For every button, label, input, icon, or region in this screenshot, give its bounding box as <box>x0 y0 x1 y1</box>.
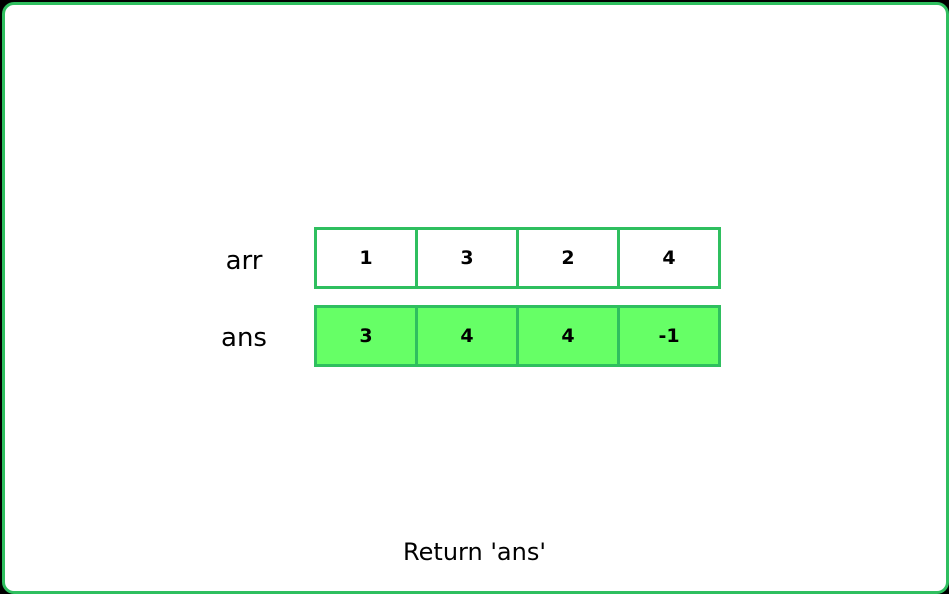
arr-label: arr <box>225 246 263 276</box>
arr-cell: 4 <box>617 227 721 289</box>
arr-array: 1 3 2 4 <box>314 227 721 289</box>
ans-cell: 4 <box>516 305 620 367</box>
ans-cell: 4 <box>415 305 519 367</box>
ans-cell: 3 <box>314 305 418 367</box>
ans-cell: -1 <box>617 305 721 367</box>
arr-cell: 2 <box>516 227 620 289</box>
ans-array: 3 4 4 -1 <box>314 305 721 367</box>
caption-text: Return 'ans' <box>403 538 546 566</box>
ans-label: ans <box>221 323 267 353</box>
arr-cell: 3 <box>415 227 519 289</box>
arr-cell: 1 <box>314 227 418 289</box>
